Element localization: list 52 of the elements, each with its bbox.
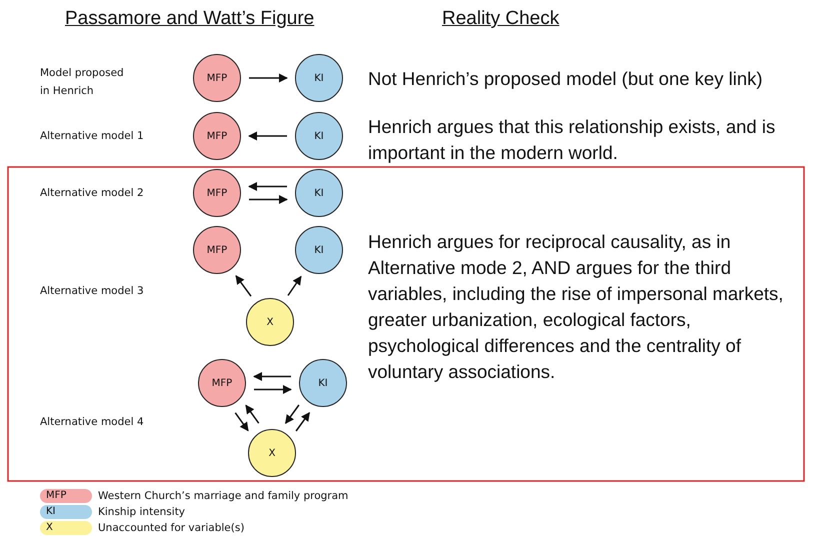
variable-circle xyxy=(295,112,343,160)
arrow xyxy=(248,182,287,191)
variable-circle xyxy=(246,298,294,346)
variable-circle xyxy=(295,169,343,217)
arrow xyxy=(249,74,288,82)
note-text: Not Henrich’s proposed model (but one key link) xyxy=(368,67,764,91)
arrow xyxy=(235,275,252,297)
node-label: X xyxy=(268,448,276,458)
model-label: Alternative model 1 xyxy=(40,129,145,144)
legend-text: Western Church’s marriage and family program xyxy=(98,489,348,503)
node-label: KI xyxy=(314,130,324,142)
swatch-label: X xyxy=(46,521,53,535)
swatch-label: MFP xyxy=(46,489,66,503)
swatch-label: KI xyxy=(46,505,56,519)
variable-circle xyxy=(193,54,241,102)
node-label: MFP xyxy=(212,378,232,388)
model-label: Alternative model 4 xyxy=(40,415,145,430)
variable-circle xyxy=(295,226,343,274)
node-label: KI xyxy=(314,72,324,84)
note-text: Henrich argues that this relationship exists, and is important in the modern world. xyxy=(368,115,776,165)
model-label: Alternative model 3 xyxy=(40,284,145,299)
node-label: MFP xyxy=(206,188,228,198)
arrow xyxy=(234,412,249,432)
arrow xyxy=(254,385,292,394)
arrow xyxy=(248,132,287,140)
model-label: Alternative model 2 xyxy=(40,186,145,201)
legend-text: Kinship intensity xyxy=(98,505,186,519)
arrow xyxy=(245,404,260,424)
node-label: MFP xyxy=(206,72,228,84)
node-label: X xyxy=(266,316,274,328)
model-label: Model proposed in Henrich xyxy=(40,66,125,99)
arrow xyxy=(285,404,300,424)
note-text: Henrich argues for reciprocal causality, as in Alternative mode 2, AND argues for the third variables, including the rise of impersonal markets, greater urbanization, ecological factors, psychological differences and the centrality of voluntary associations. xyxy=(368,230,784,384)
variable-circle xyxy=(193,226,241,274)
column-heading: Reality Check xyxy=(442,8,560,30)
arrow xyxy=(253,372,291,381)
arrow xyxy=(287,276,302,296)
node-label: MFP xyxy=(206,130,228,142)
node-label: KI xyxy=(314,244,324,256)
variable-circle xyxy=(198,359,246,407)
legend-text: Unaccounted for variable(s) xyxy=(98,521,244,535)
variable-circle xyxy=(193,112,241,160)
variable-circle xyxy=(299,359,347,407)
arrow xyxy=(296,412,310,432)
variable-circle xyxy=(295,54,343,102)
variable-circle xyxy=(248,429,296,477)
node-label: KI xyxy=(318,378,328,388)
node-label: MFP xyxy=(206,244,228,256)
column-heading: Passamore and Watt’s Figure xyxy=(65,8,314,30)
variable-circle xyxy=(193,169,241,217)
node-label: KI xyxy=(314,188,324,198)
arrow xyxy=(249,195,288,204)
